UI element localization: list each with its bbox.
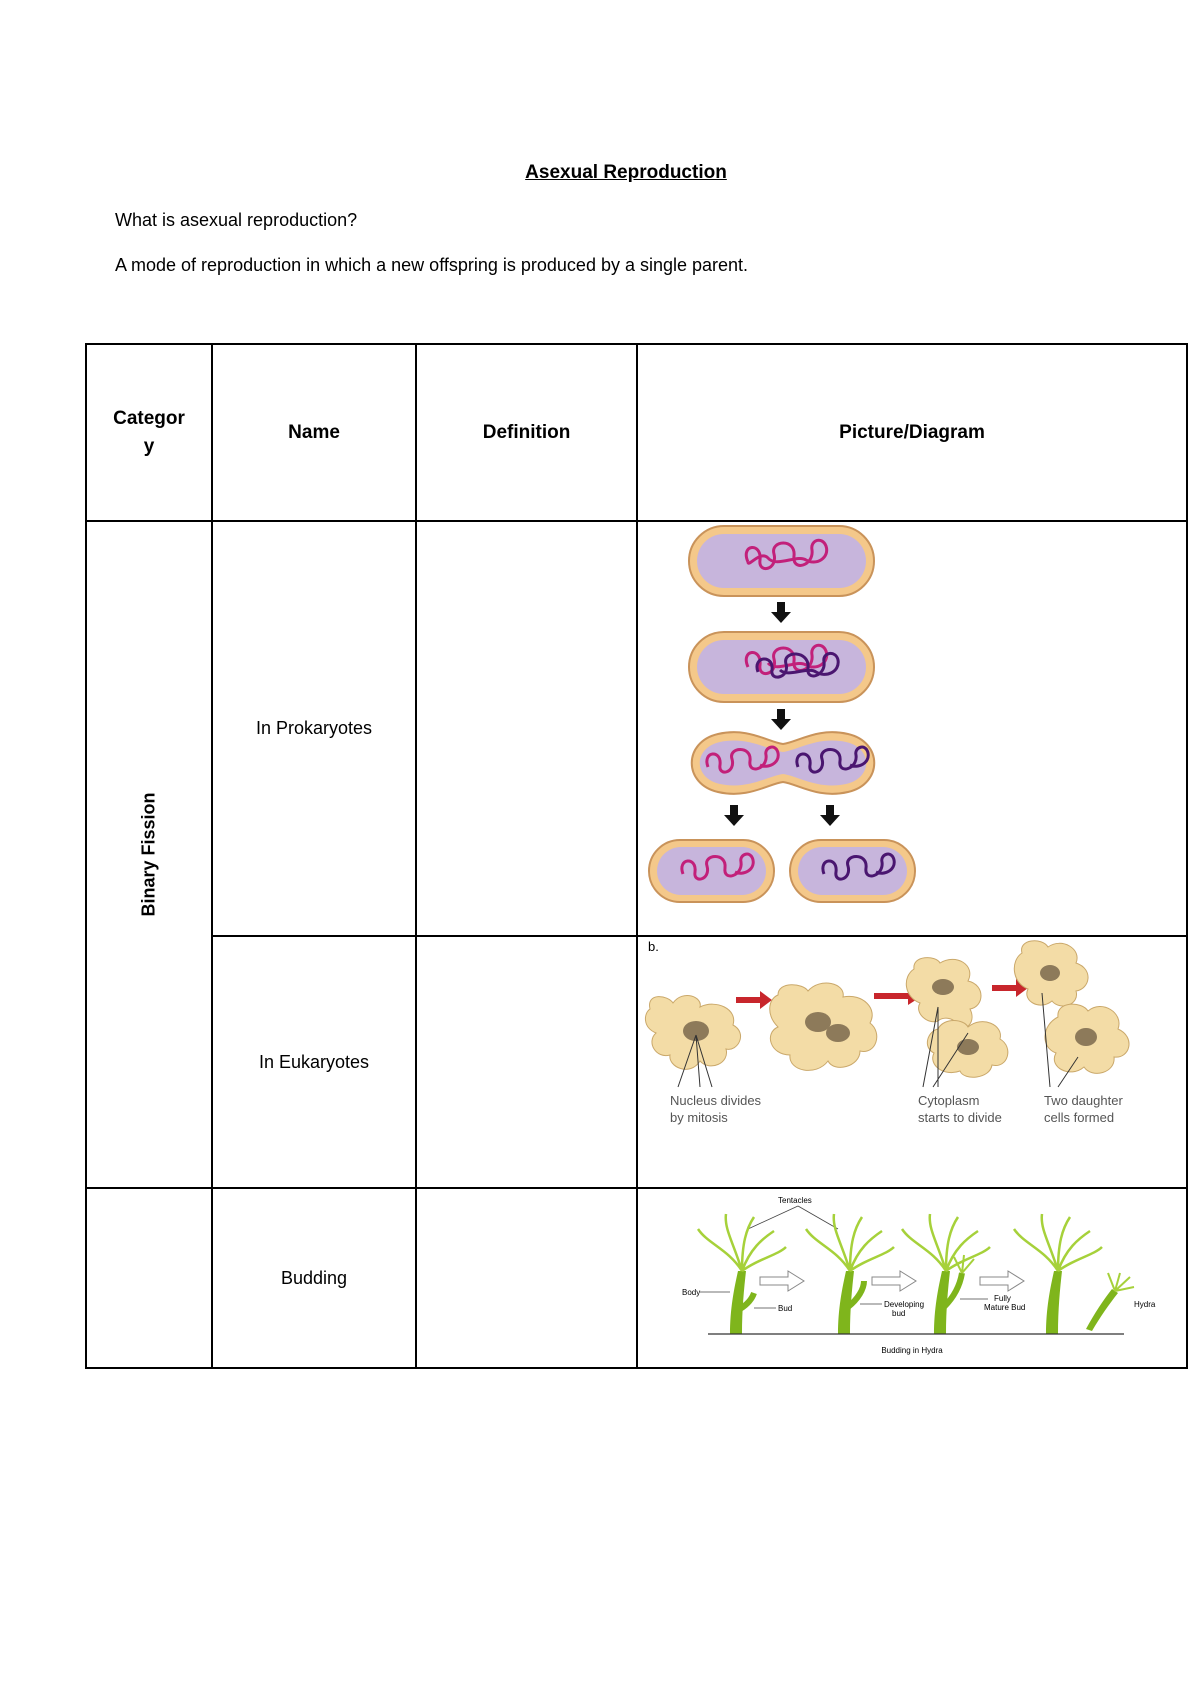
label-fully-bud-2: Mature Bud [984, 1303, 1025, 1312]
arrow-right-icon [979, 1270, 1025, 1292]
hydra [1012, 1213, 1103, 1334]
hydra [900, 1213, 991, 1334]
nucleus [805, 1012, 832, 1032]
bacterium-cell [688, 525, 876, 597]
header-category-label: Categor y [113, 407, 185, 457]
new-hydra [1086, 1272, 1135, 1331]
prokaryote-fission-diagram [648, 525, 917, 903]
nucleus [1075, 1028, 1098, 1046]
hydra [696, 1213, 787, 1334]
arrow-right-icon [871, 1270, 917, 1292]
definition-cell-budding [415, 1187, 639, 1369]
label-body: Body [682, 1288, 700, 1297]
name-cell-prokaryotes: In Prokaryotes [211, 520, 418, 937]
category-cell-binary-fission: Binary Fission [84, 520, 214, 1189]
label-hydra: Hydra [1134, 1300, 1156, 1309]
picture-cell-prokaryotes [636, 520, 1189, 937]
caption-budding: Budding in Hydra [881, 1346, 943, 1355]
answer-text: A mode of reproduction in which a new of… [115, 255, 749, 275]
caption-nucleus-line2: by mitosis [670, 1110, 728, 1125]
diagram-label-b: b. [648, 939, 659, 954]
caption-cytoplasm-line2: starts to divide [918, 1110, 1002, 1125]
question-text: What is asexual reproduction? [115, 210, 358, 230]
label-bud: Bud [778, 1304, 792, 1313]
arrow-down-icon [724, 805, 745, 826]
table-row: Binary Fission In Prokaryotes [84, 520, 1189, 1189]
category-cell-budding [84, 1187, 214, 1369]
label-fully-bud-1: Fully [994, 1294, 1011, 1303]
label-developing-bud-2: bud [892, 1309, 905, 1318]
picture-cell-eukaryotes: b. [636, 935, 1189, 1189]
nucleus [826, 1024, 851, 1042]
nucleus [957, 1039, 980, 1055]
arrow-right-icon [736, 991, 773, 1009]
arrow-down-icon [771, 709, 792, 730]
label-developing-bud-1: Developing [884, 1300, 924, 1309]
table-row: Budding Tentacles Body Bud [84, 1187, 1189, 1369]
nucleus [932, 979, 955, 995]
label-tentacles: Tentacles [778, 1196, 812, 1205]
amoeba-fission-diagram: b. [645, 939, 1130, 1125]
pointer-line [922, 1006, 969, 1088]
nucleus [683, 1021, 710, 1041]
hydra-budding-diagram: Tentacles Body Bud [682, 1196, 1156, 1355]
reproduction-table: Categor y Name Definition Picture/Diagra… [84, 343, 1189, 1369]
picture-cell-budding: Tentacles Body Bud [636, 1187, 1189, 1369]
header-category: Categor y [84, 343, 214, 522]
nucleus [1040, 965, 1061, 981]
table-row: In Eukaryotes b. [86, 935, 1189, 1189]
arrow-down-icon [820, 805, 841, 826]
arrow-right-icon [759, 1270, 805, 1292]
arrow-down-icon [771, 602, 792, 623]
page-title: Asexual Reproduction [525, 162, 727, 183]
daughter-bacterium [648, 839, 776, 903]
name-cell-budding: Budding [211, 1187, 418, 1369]
name-cell-eukaryotes: In Eukaryotes [211, 935, 418, 1189]
definition-cell-eukaryotes [415, 935, 639, 1189]
header-definition: Definition [415, 343, 639, 522]
definition-cell-prokaryotes [415, 520, 639, 937]
category-label-binary-fission: Binary Fission [138, 792, 159, 917]
dividing-bacterium [690, 731, 876, 795]
caption-cytoplasm-line1: Cytoplasm [918, 1093, 979, 1108]
pointer-line [677, 1034, 713, 1088]
caption-daughter-line2: cells formed [1044, 1110, 1114, 1125]
header-name: Name [211, 343, 418, 522]
caption-daughter-line1: Two daughter [1044, 1093, 1123, 1108]
daughter-bacterium [789, 839, 917, 903]
header-picture: Picture/Diagram [636, 343, 1189, 522]
hydra [804, 1213, 895, 1334]
table-header-row: Categor y Name Definition Picture/Diagra… [84, 343, 1189, 522]
pointer-line [1041, 992, 1079, 1088]
bacterium-cell [688, 631, 876, 703]
caption-nucleus-line1: Nucleus divides [670, 1093, 762, 1108]
